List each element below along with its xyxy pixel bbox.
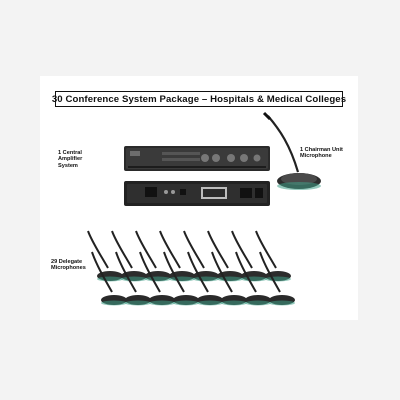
delegates-label-line: Microphones bbox=[51, 265, 86, 272]
delegate-microphone-front-row bbox=[91, 251, 295, 306]
chairman-label-line: 1 Chairman Unit bbox=[300, 147, 343, 153]
page-title: 30 Conference System Package – Hospitals… bbox=[51, 93, 347, 105]
delegates-label: 29 Delegate Microphones bbox=[51, 259, 86, 272]
delegate-gooseneck-microphone-icon bbox=[91, 251, 127, 306]
delegate-gooseneck-microphone-icon bbox=[211, 251, 247, 306]
title-banner: 30 Conference System Package – Hospitals… bbox=[51, 91, 347, 107]
amplifier-front-panel-icon bbox=[124, 146, 270, 171]
amplifier-label: 1 Central Amplifier System bbox=[58, 150, 82, 169]
delegate-gooseneck-microphone-icon bbox=[163, 251, 199, 306]
delegate-gooseneck-microphone-icon bbox=[115, 251, 151, 306]
chairman-gooseneck-microphone-icon bbox=[262, 111, 321, 190]
delegate-gooseneck-microphone-icon bbox=[259, 251, 295, 306]
amplifier-label-line: 1 Central bbox=[58, 150, 82, 156]
delegates-label-line: 29 Delegate bbox=[51, 259, 83, 265]
delegate-gooseneck-microphone-icon bbox=[235, 251, 271, 306]
amplifier-label-line: System bbox=[58, 162, 78, 169]
chairman-label: 1 Chairman Unit Microphone bbox=[300, 147, 343, 160]
delegate-gooseneck-microphone-icon bbox=[187, 251, 223, 306]
delegate-gooseneck-microphone-icon bbox=[139, 251, 175, 306]
amplifier-rear-panel-icon bbox=[124, 181, 270, 206]
amplifier-label-line: Amplifier bbox=[58, 156, 83, 163]
chairman-label-line: Microphone bbox=[300, 153, 332, 160]
